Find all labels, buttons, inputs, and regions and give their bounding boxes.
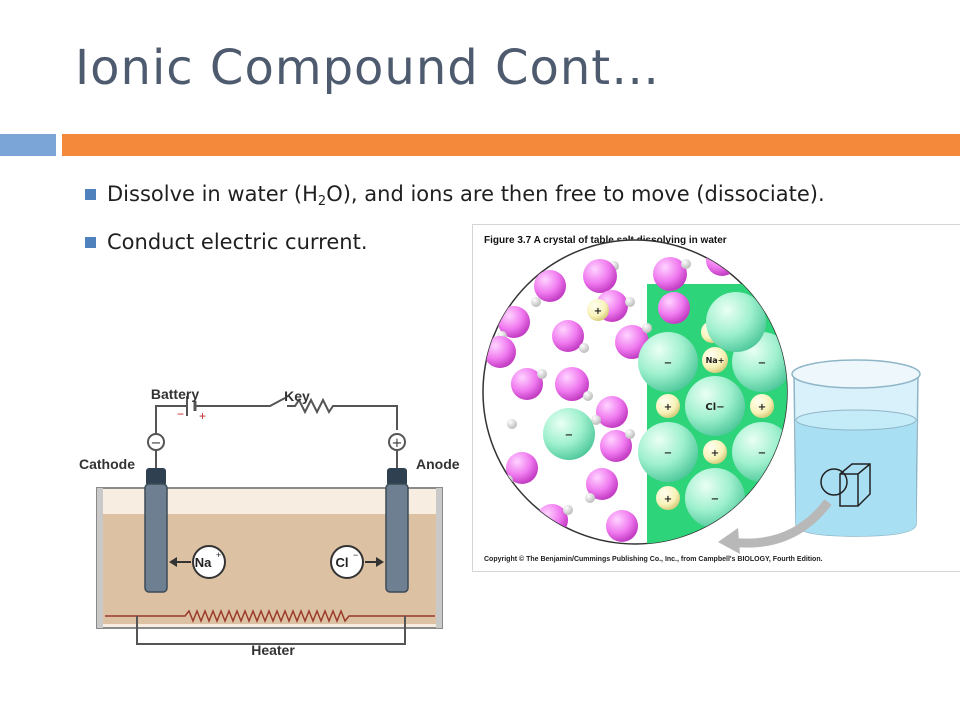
- electrolysis-diagram: − + Na + Cl − Battery − + Key Cathode An…: [79, 386, 460, 658]
- cathode-terminal-sign: −: [151, 436, 162, 451]
- cathode-label: Cathode: [79, 456, 135, 472]
- minus-sign: −: [711, 494, 719, 505]
- anode-electrode: [385, 483, 409, 593]
- bullet-text: Conduct electric current.: [107, 230, 368, 254]
- cl-center-label: Cl−: [705, 402, 724, 413]
- cl-ion-free: [543, 408, 595, 460]
- na-ion: [656, 486, 680, 510]
- minus-sign: −: [664, 448, 672, 459]
- bullet-list: Dissolve in water (H2O), and ions are th…: [85, 178, 845, 266]
- plus-sign: +: [711, 448, 719, 459]
- minus-sign: −: [758, 448, 766, 459]
- curved-arrow-head-icon: [718, 528, 740, 554]
- minus-sign: −: [758, 358, 766, 369]
- cathode-electrode: [144, 483, 168, 593]
- heater-label: Heater: [251, 642, 295, 658]
- anode-cap: [387, 468, 407, 486]
- cl-ion-center: [685, 376, 745, 436]
- na-ion: [702, 347, 728, 373]
- bullet-subscript: 2: [317, 194, 327, 209]
- na-ion: [656, 394, 680, 418]
- cl-arrow-head-icon: [376, 557, 384, 567]
- bullet-item: Dissolve in water (H2O), and ions are th…: [85, 178, 845, 218]
- na-arrow-head-icon: [169, 557, 177, 567]
- cl-ion-label: Cl: [336, 555, 349, 570]
- curved-arrow: [729, 499, 832, 548]
- bullet-item: Conduct electric current.: [85, 226, 845, 258]
- tank-wall-right: [436, 488, 442, 628]
- tank-wall-left: [97, 488, 103, 628]
- cl-ion: [638, 332, 698, 392]
- anode-terminal-sign: +: [392, 436, 403, 451]
- na-ion-charge: +: [216, 550, 221, 560]
- cl-ion: [706, 292, 766, 352]
- na-ion: [703, 440, 727, 464]
- plus-sign: +: [664, 402, 672, 413]
- cl-ion-charge: −: [353, 550, 358, 560]
- bullet-text-post: O), and ions are then free to move (diss…: [326, 182, 825, 206]
- accent-bar-orange: [62, 134, 960, 156]
- bullet-square-icon: [85, 237, 96, 248]
- minus-sign: −: [664, 358, 672, 369]
- wire-key: [195, 397, 286, 407]
- key-label: Key: [284, 388, 310, 404]
- na-center-label: Na+: [706, 356, 725, 365]
- plus-sign: +: [758, 402, 766, 413]
- battery-label: Battery: [151, 386, 199, 402]
- nacl-figure-credit: Copyright © The Benjamin/Cummings Publis…: [484, 556, 823, 563]
- bullet-square-icon: [85, 189, 96, 200]
- beaker-icon: [791, 359, 921, 537]
- wire-right: [287, 397, 398, 430]
- nacl-figure: Figure 3.7 A crystal of table salt disso…: [472, 224, 960, 572]
- cl-ion-circle: [330, 545, 364, 579]
- bullet-text-pre: Dissolve in water (H: [107, 182, 318, 206]
- cathode-cap: [146, 468, 166, 486]
- anode-label: Anode: [416, 456, 460, 472]
- ion-signs: + − − − Na+ Cl− + + − − + − +: [565, 306, 766, 505]
- plus-sign: +: [594, 306, 602, 317]
- battery-plus-sign: +: [199, 409, 206, 423]
- na-ion-free: [587, 299, 609, 321]
- na-ion: [750, 394, 774, 418]
- minus-sign: −: [565, 430, 573, 441]
- battery-minus-sign: −: [177, 407, 184, 421]
- accent-bar-blue: [0, 134, 56, 156]
- nacl-illustration: + − − − Na+ Cl− + + − − + − +: [482, 239, 921, 554]
- na-ion-circle: [192, 545, 226, 579]
- plus-sign: +: [664, 494, 672, 505]
- slide-title: Ionic Compound Cont…: [75, 40, 661, 96]
- na-ion-label: Na: [195, 555, 212, 570]
- heater-coil: [105, 608, 435, 624]
- heater-wire: [136, 616, 406, 645]
- water-molecules: [484, 244, 787, 542]
- nacl-figure-caption: Figure 3.7 A crystal of table salt disso…: [484, 235, 727, 246]
- cl-ion: [638, 422, 698, 482]
